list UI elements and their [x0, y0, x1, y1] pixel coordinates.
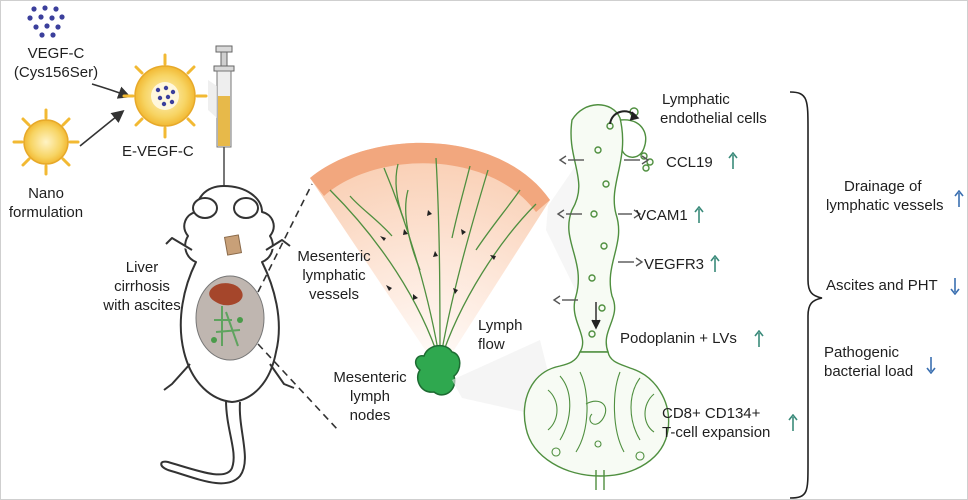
label-liver-cirrhosis: Liver cirrhosis with ascites: [103, 259, 181, 314]
lymph-node-icon: [414, 344, 461, 396]
arrow-vegf-to-evegf: [91, 83, 131, 99]
arrow-up-icon: [754, 330, 764, 347]
arrow-up-icon: [954, 190, 964, 207]
mesentery-fan: [310, 142, 550, 372]
outcome-brace: [789, 91, 823, 499]
label-drainage: Drainage of lymphatic vessels: [826, 178, 944, 214]
label-e-vegf-c: E-VEGF-C: [122, 143, 194, 160]
mouse-abdomen-icon: [195, 234, 265, 361]
syringe-icon: [208, 45, 235, 196]
e-vegf-c-particle-icon: [122, 53, 208, 139]
zoom-line-bottom: [257, 343, 339, 431]
vessel-receptor-arrows: [552, 110, 650, 330]
label-mesenteric-vessels: Mesenteric lymphatic vessels: [297, 248, 371, 303]
zoom-line-top: [257, 183, 313, 293]
arrow-up-icon: [710, 255, 720, 272]
label-lymphatic-endothelial: Lymphatic endothelial cells: [660, 91, 767, 127]
vegf-c-particles-icon: [27, 5, 65, 38]
arrow-nano-to-evegf: [79, 109, 125, 147]
label-vegf-c: VEGF-C (Cys156Ser): [13, 45, 99, 81]
lymphatic-vessel-detail: [568, 104, 654, 353]
lymph-node-detail: [523, 351, 670, 490]
label-vegfr3: VEGFR3: [644, 256, 705, 273]
arrow-up-icon: [694, 206, 704, 223]
nano-formulation-icon: [12, 108, 80, 176]
label-nano-formulation: Nano formulation: [8, 185, 84, 221]
arrow-up-icon: [728, 152, 738, 169]
label-lymph-flow: Lymph flow: [478, 317, 523, 353]
label-ascites-pht: Ascites and PHT: [826, 277, 938, 294]
arrow-down-icon: [926, 357, 936, 374]
label-pathogenic-load: Pathogenic bacterial load: [824, 344, 914, 380]
arrow-down-icon: [950, 278, 960, 295]
label-mesenteric-nodes: Mesenteric lymph nodes: [333, 369, 407, 424]
label-ccl19: CCL19: [666, 154, 713, 171]
label-podoplanin: Podoplanin + LVs: [620, 330, 737, 347]
label-vcam1: VCAM1: [636, 207, 688, 224]
label-cd8-tcell: CD8+ CD134+ T-cell expansion: [662, 405, 771, 441]
arrow-up-icon: [788, 414, 798, 431]
